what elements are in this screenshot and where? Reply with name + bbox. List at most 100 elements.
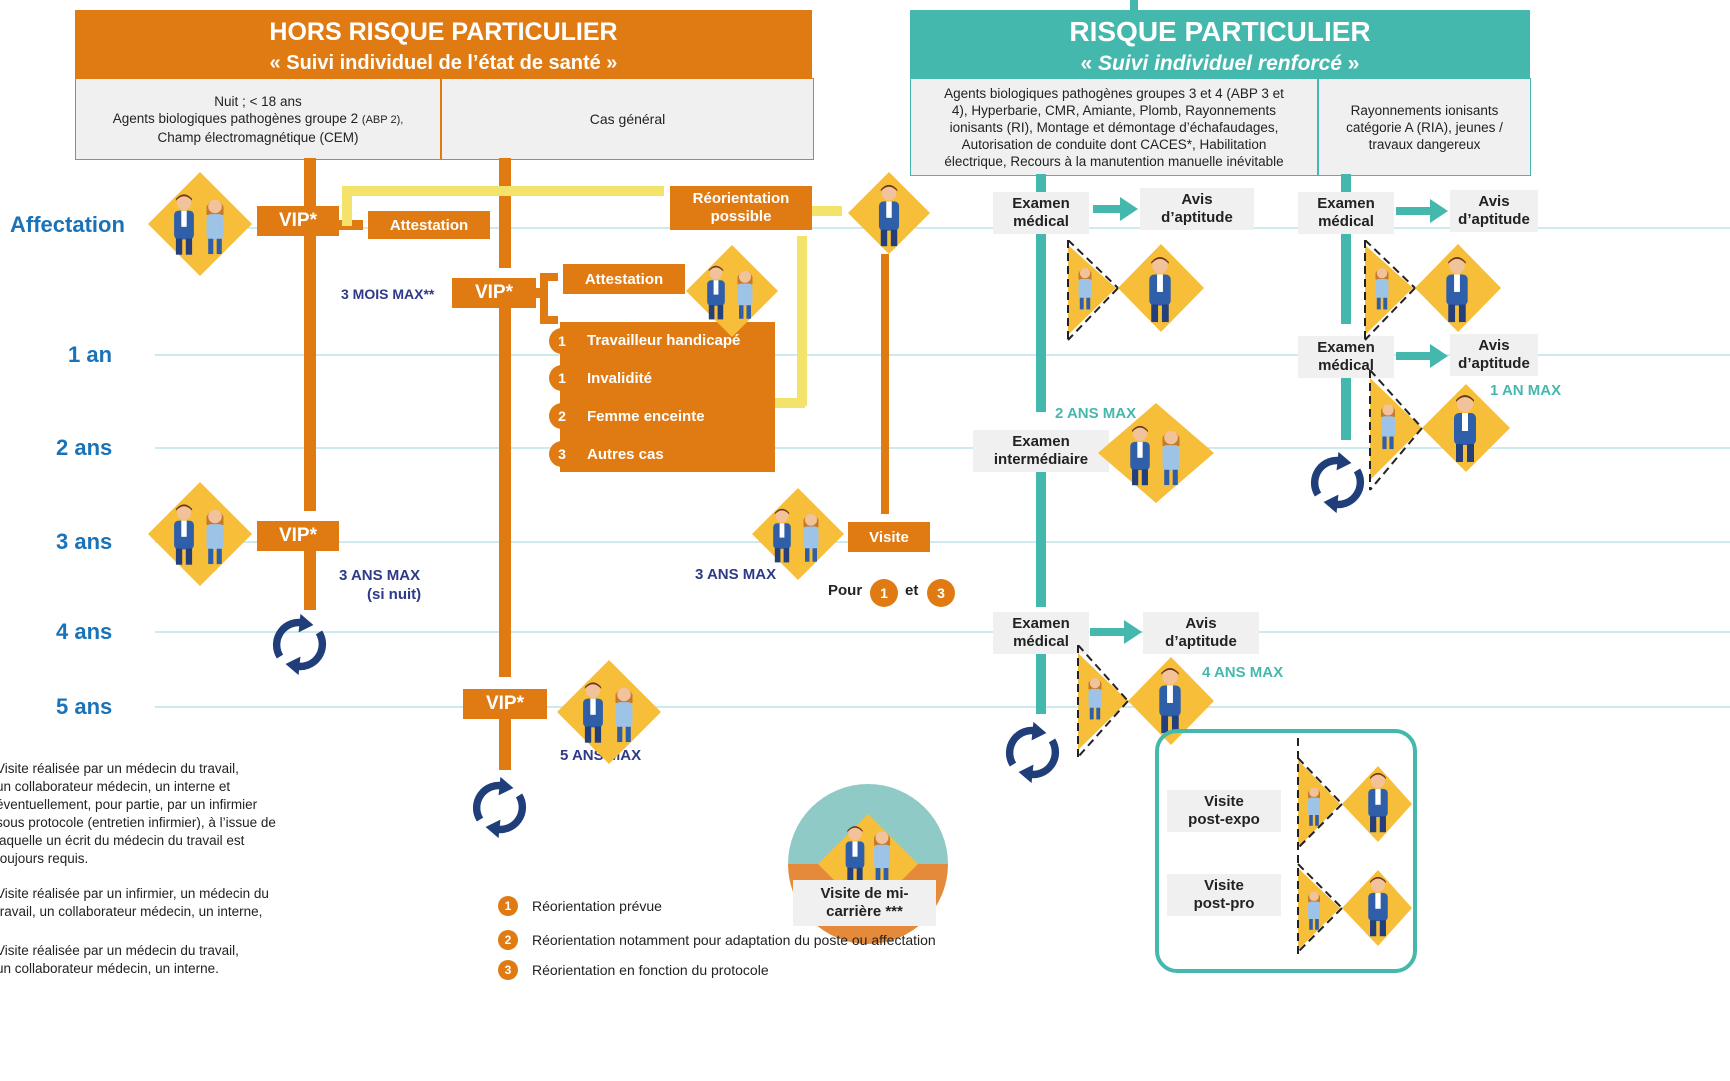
vip-3mois-box[interactable]: VIP* [452,278,536,308]
refresh-icon [995,720,1070,785]
footnote-3: Visite réalisée par un médecin du travai… [0,943,239,976]
connector-teal [1036,232,1046,412]
connector-yellow [775,398,805,408]
arrow-right-icon [1124,620,1142,644]
pour-num-1: 1 [870,579,898,607]
attestation-box-2[interactable]: Attestation [563,264,685,294]
worker-pair-icon [148,172,252,276]
connector [540,273,548,323]
duration-1an: 1 AN MAX [1490,382,1562,399]
attestation-box-1[interactable]: Attestation [368,211,490,239]
header-left-title: HORS RISQUE PARTICULIER [269,18,618,46]
list-num: 1 [549,365,575,391]
pour-label: Pour [828,582,863,599]
connector [499,718,511,770]
header-left: HORS RISQUE PARTICULIER « Suivi individu… [75,10,812,78]
connector-teal [1036,654,1046,714]
list-num: 1 [549,328,575,354]
duration-4ans: 4 ANS MAX [1202,664,1284,681]
footnote-1: Visite réalisée par un médecin du travai… [0,761,276,866]
connector [540,316,558,324]
header-right: RISQUE PARTICULIER « Suivi individuel re… [910,10,1530,78]
connector-teal [1396,207,1430,215]
connector [304,158,316,206]
legend-num: 2 [498,930,518,950]
header-right-subtitle: « Suivi individuel renforcé » [1080,52,1360,75]
row-line-1an [155,354,1730,356]
vip-3ans-box[interactable]: VIP* [257,521,339,551]
row-line-2ans [155,447,1730,449]
legend-text: Réorientation prévue [532,898,662,914]
row-line-3ans [155,541,1730,543]
connector-teal [1341,174,1351,192]
refresh-icon [462,775,537,840]
worker-pair-icon [557,660,661,764]
connector [499,158,511,268]
arrow-right-icon [1120,197,1138,221]
worker-single-icon [848,172,930,254]
col-risque: Agents biologiques pathogènes groupes 3 … [910,78,1318,176]
duration-2ans: 2 ANS MAX [1055,405,1137,422]
pour-mid: et [905,582,919,599]
vip-affectation-box[interactable]: VIP* [257,206,339,236]
connector [881,254,889,514]
header-right-title: RISQUE PARTICULIER [1069,16,1371,47]
worker-pair-icon [1077,645,1214,758]
list-num: 3 [549,441,575,467]
row-label-affectation: Affectation [10,212,125,237]
connector-teal [1036,472,1046,607]
list-label: Invalidité [587,370,653,387]
row-label-1an: 1 an [68,342,113,367]
duration-3mois: 3 MOIS MAX** [341,286,435,302]
row-label-5ans: 5 ans [56,694,113,719]
row-label-3ans: 3 ans [56,529,113,554]
row-label-2ans: 2 ans [56,435,113,460]
worker-pair-icon [1297,738,1412,958]
col-cas-general: Cas général [441,78,814,160]
visite-box[interactable]: Visite [848,522,930,552]
connector [499,307,511,677]
legend-num: 3 [498,960,518,980]
connector-yellow [342,186,352,226]
legend-text: Réorientation notamment pour adaptation … [532,932,936,948]
row-label-4ans: 4 ans [56,619,113,644]
mi-carriere-label: Visite de mi-carrière *** [793,880,936,926]
pour-num-3: 3 [927,579,955,607]
refresh-icon [262,612,337,677]
reorientation-box[interactable]: Réorientation possible [670,186,812,230]
worker-pair-icon [686,245,778,337]
post-visits-panel [1155,729,1417,973]
connector [304,548,316,610]
worker-pair-icon [1067,240,1204,341]
header-left-subtitle: « Suivi individuel de l’état de santé » [269,52,618,74]
list-label: Femme enceinte [587,408,705,425]
connector [304,236,316,511]
connector-teal [1036,174,1046,192]
row-line-5ans [155,706,1730,708]
connector-yellow [342,186,664,196]
list-label: Travailleur handicapé [587,332,741,349]
row-line-4ans [155,631,1730,633]
vip-5ans-box[interactable]: VIP* [463,689,547,719]
col-nuit: Nuit ; < 18 ans Agents biologiques patho… [75,78,441,160]
connector-teal [1341,376,1351,440]
connector-teal [1396,352,1430,360]
worker-pair-icon [1369,370,1510,491]
worker-pair-icon [148,482,252,586]
worker-pair-icon [752,488,844,580]
connector-yellow [812,206,842,216]
col-ria: Rayonnements ionisants catégorie A (RIA)… [1318,78,1531,176]
arrow-right-icon [1430,199,1448,223]
duration-3ans: 3 ANS MAX [339,567,421,584]
